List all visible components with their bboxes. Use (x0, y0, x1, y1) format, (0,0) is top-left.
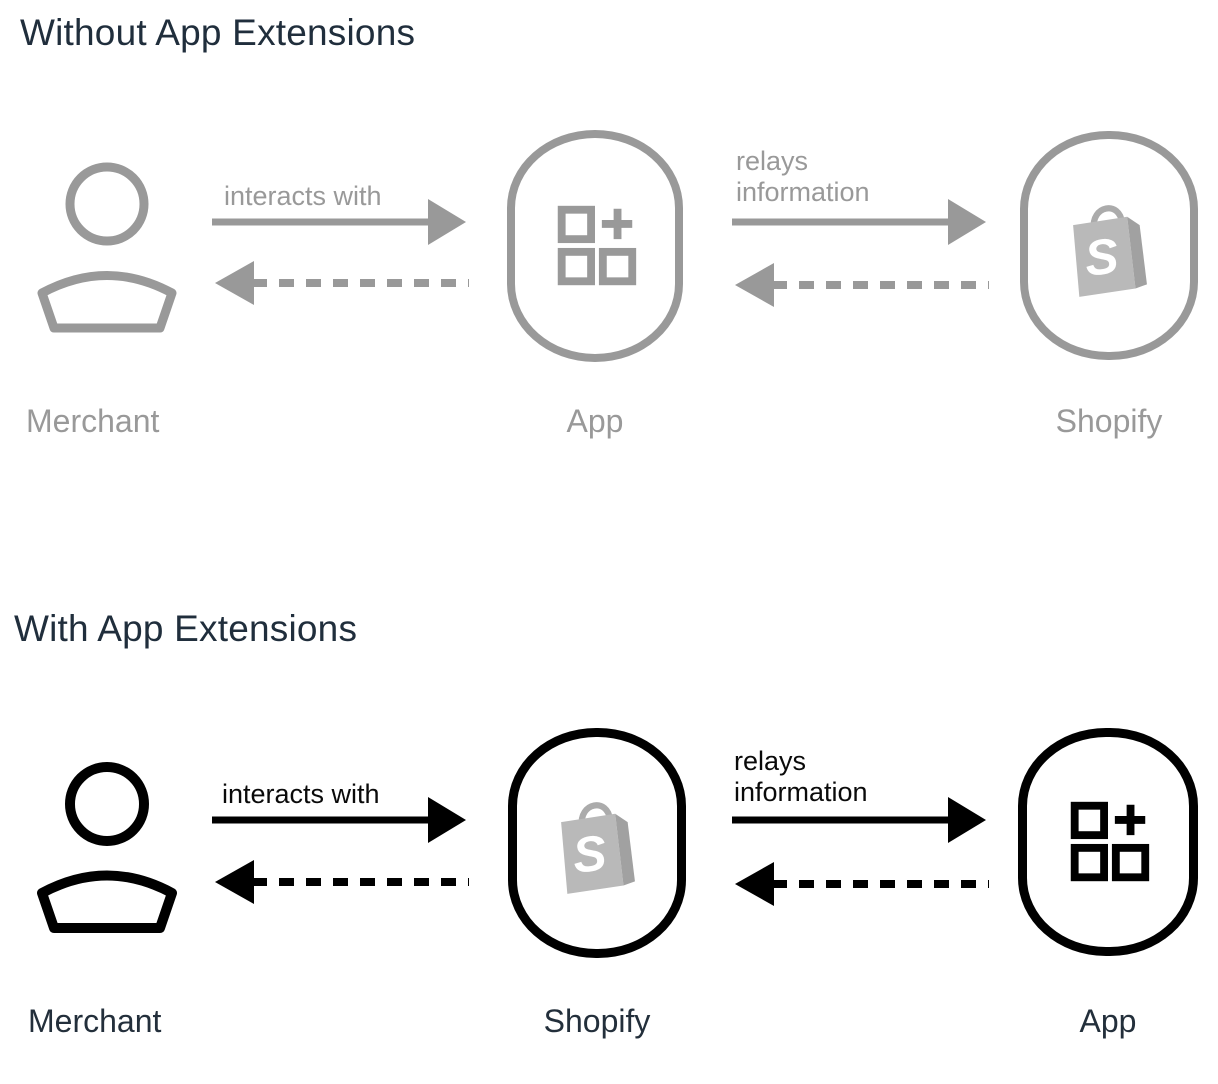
section-title: Without App Extensions (20, 12, 416, 53)
svg-text:S: S (569, 824, 608, 883)
forward-arrow-icon (212, 199, 466, 245)
app-label: App (566, 403, 624, 439)
person-icon (37, 162, 177, 333)
connector-label: interacts with (222, 779, 380, 809)
shopify-bag-icon: S (560, 802, 635, 894)
shopify-node: S (1020, 131, 1198, 360)
return-dashed-arrow-icon (735, 263, 989, 307)
svg-text:S: S (1081, 227, 1120, 286)
shopify-node: S (508, 728, 686, 958)
person-icon (37, 762, 177, 933)
merchant-label: Merchant (28, 1003, 162, 1039)
app-grid-plus-icon (1070, 801, 1150, 882)
connector-label: relays information (734, 746, 868, 807)
forward-arrow-icon (212, 797, 466, 843)
return-dashed-arrow-icon (215, 860, 469, 904)
connector-label: relays information (736, 146, 870, 207)
section-title: With App Extensions (14, 608, 358, 649)
merchant-label: Merchant (26, 403, 160, 439)
return-dashed-arrow-icon (735, 862, 989, 906)
app-node (1018, 728, 1198, 956)
app-node (507, 130, 683, 362)
forward-arrow-icon (732, 199, 986, 245)
shopify-label: Shopify (543, 1003, 651, 1039)
app-label: App (1079, 1003, 1137, 1039)
app-grid-plus-icon (557, 205, 637, 286)
shopify-bag-icon: S (1072, 204, 1147, 297)
return-dashed-arrow-icon (215, 261, 469, 305)
connector-label: interacts with (224, 181, 382, 211)
shopify-label: Shopify (1055, 403, 1163, 439)
forward-arrow-icon (732, 797, 986, 843)
